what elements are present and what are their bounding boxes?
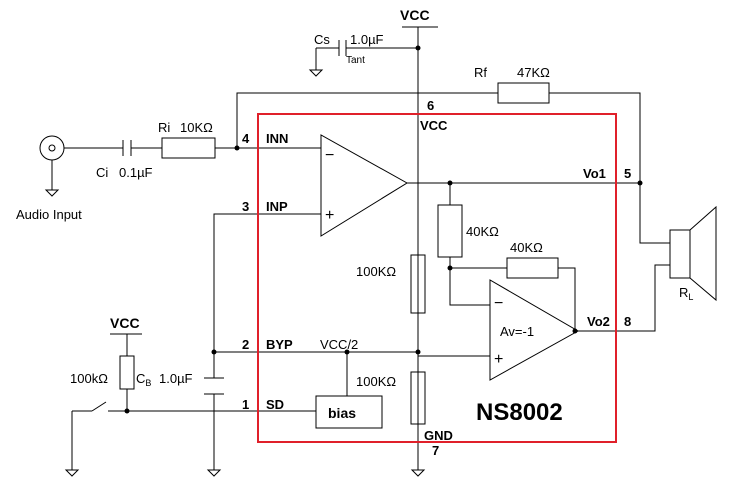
r-fb1-label: 40KΩ	[466, 224, 499, 239]
r-fb2-resistor	[506, 257, 559, 279]
speaker-body	[669, 229, 691, 279]
ci-name: Ci	[96, 165, 108, 180]
pin-vcc-num: 6	[427, 98, 434, 113]
rf-value: 47KΩ	[517, 65, 550, 80]
inp-wire	[213, 213, 321, 470]
bias-label: bias	[328, 405, 356, 421]
r-div2-label: 100KΩ	[356, 374, 396, 389]
pin-inn-name: INN	[266, 131, 288, 146]
pin-byp-name: BYP	[266, 337, 293, 352]
junction	[124, 408, 130, 414]
r-div1-label: 100KΩ	[356, 264, 396, 279]
ground-cs	[308, 69, 324, 77]
pin-vo1-name: Vo1	[583, 166, 606, 181]
cs-type: Tant	[346, 55, 365, 66]
sd-switch	[71, 401, 316, 470]
junction	[415, 45, 421, 51]
ground-sd	[64, 469, 80, 477]
vcc-left-label: VCC	[110, 315, 140, 331]
pin-sd-num: 1	[242, 397, 249, 412]
junction	[415, 349, 421, 355]
ri-name: Ri	[158, 120, 170, 135]
opamp2-plus: +	[494, 351, 503, 368]
bias-block	[315, 395, 383, 429]
input-jack-inner	[48, 144, 56, 152]
vcc2-label: VCC/2	[320, 337, 358, 352]
r-fb1-resistor	[437, 204, 463, 258]
rf-wire	[236, 92, 641, 183]
opamp1-minus: −	[325, 147, 334, 164]
speaker-name: R	[679, 285, 688, 300]
speaker-cone	[689, 205, 717, 302]
opamp1-body	[320, 134, 408, 237]
pin-vo2-num: 8	[624, 314, 631, 329]
cs-capacitor	[315, 40, 418, 70]
junction	[447, 265, 453, 271]
junction	[572, 328, 578, 334]
rf-resistor	[497, 82, 550, 104]
r-sd-label: 100kΩ	[70, 371, 108, 386]
r-div2-resistor	[410, 371, 426, 425]
junction	[211, 349, 217, 355]
vcc-top-rail	[402, 26, 438, 470]
r-fb2-label: 40KΩ	[510, 240, 543, 255]
fb-wire	[449, 183, 576, 331]
vo1-wire	[407, 182, 670, 244]
pin-inp-num: 3	[242, 199, 249, 214]
audio-input-label: Audio Input	[16, 207, 82, 222]
opamp1-plus: +	[325, 207, 334, 224]
vcc-top-label: VCC	[400, 7, 430, 23]
ri-resistor	[161, 137, 216, 159]
cb-sub: B	[145, 378, 151, 388]
junction	[344, 349, 350, 355]
input-wire	[64, 140, 321, 156]
left-vcc-wire	[110, 333, 142, 411]
chip-gnd-label: GND	[424, 428, 453, 443]
ground-input	[44, 189, 60, 197]
gain-label: Av=-1	[500, 324, 534, 339]
input-jack-outer	[39, 135, 65, 161]
gnd-rail	[410, 469, 426, 477]
pin-vo1-num: 5	[624, 166, 631, 181]
ri-value: 10KΩ	[180, 120, 213, 135]
junction	[234, 145, 240, 151]
r-sd-resistor	[119, 355, 135, 390]
cb-value: 1.0µF	[159, 371, 193, 386]
opamp2-body	[489, 279, 580, 381]
ground-byp	[206, 469, 222, 477]
ci-value: 0.1µF	[119, 165, 153, 180]
pin-sd-name: SD	[266, 397, 284, 412]
cap-byp	[204, 377, 224, 395]
chip-vcc-label: VCC	[420, 118, 448, 133]
pin-inp-name: INP	[266, 199, 288, 214]
cs-name: Cs	[314, 32, 330, 47]
pin-byp-num: 2	[242, 337, 249, 352]
cb-name: C	[136, 371, 145, 386]
pin-gnd-num: 7	[432, 443, 439, 458]
pin-vo2-name: Vo2	[587, 314, 610, 329]
opamp2-minus: −	[494, 295, 503, 312]
chip-outline	[257, 113, 617, 443]
junction	[637, 180, 643, 186]
cb-label: CB	[136, 371, 151, 388]
junction	[447, 180, 453, 186]
speaker-sub: L	[688, 292, 693, 302]
rf-name: Rf	[474, 65, 487, 80]
speaker-label: RL	[679, 285, 693, 302]
cs-value: 1.0µF	[350, 32, 384, 47]
chip-name: NS8002	[476, 399, 563, 426]
r-div1-resistor	[410, 254, 426, 314]
pin-inn-num: 4	[242, 131, 250, 146]
